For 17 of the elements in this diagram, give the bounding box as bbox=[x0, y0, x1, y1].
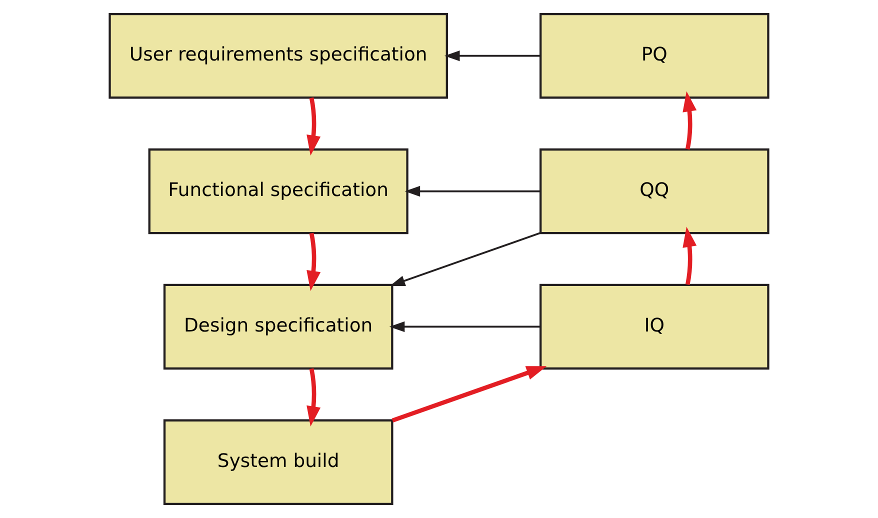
arrow bbox=[390, 232, 541, 286]
arrow bbox=[682, 226, 697, 285]
node-box: Design specification bbox=[163, 284, 394, 370]
node-box: User requirements specification bbox=[108, 12, 448, 99]
arrow bbox=[404, 186, 540, 197]
node-box: System build bbox=[163, 419, 394, 506]
arrow bbox=[444, 50, 540, 62]
arrow bbox=[306, 232, 321, 292]
node-box: IQ bbox=[540, 284, 770, 370]
arrow bbox=[682, 91, 697, 150]
node-box: QQ bbox=[540, 148, 770, 234]
arrow bbox=[392, 366, 547, 423]
arrow bbox=[389, 321, 540, 332]
node-box: PQ bbox=[540, 12, 770, 99]
node-box: Functional specification bbox=[148, 148, 408, 234]
arrow bbox=[306, 97, 321, 156]
arrow bbox=[306, 368, 321, 426]
